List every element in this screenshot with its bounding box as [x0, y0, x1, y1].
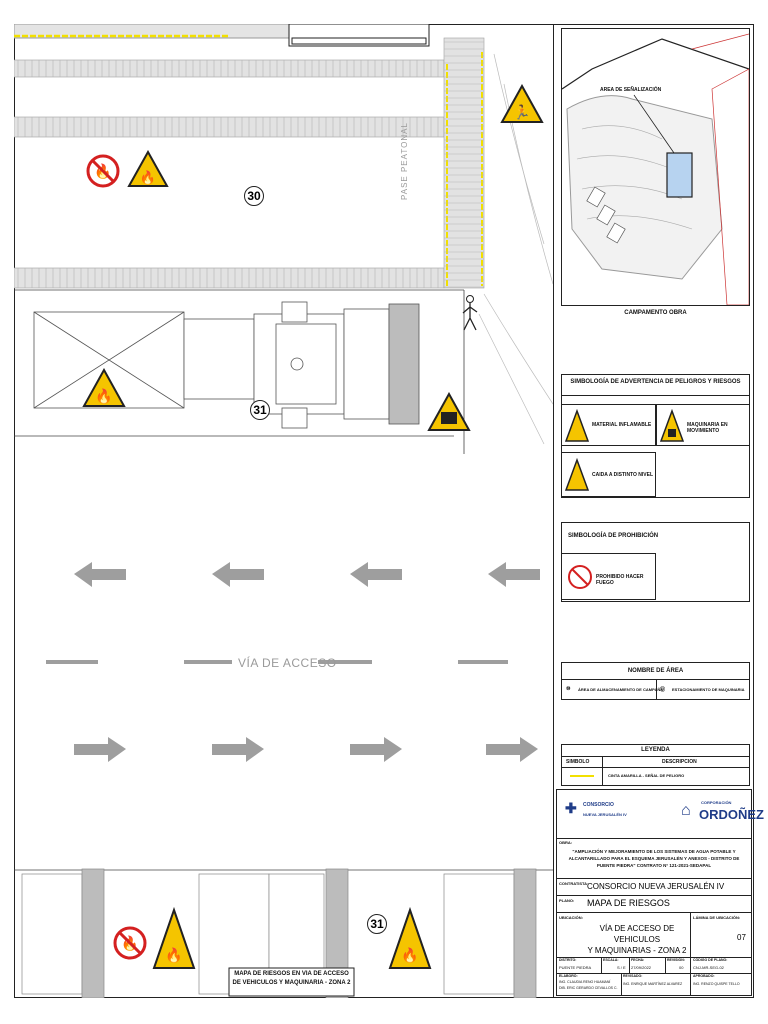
hazard-legend-title: SIMBOLOGÍA DE ADVERTENCIA DE PELIGROS Y … [570, 379, 741, 385]
legend-label-flammable: MATERIAL INFLAMABLE [592, 422, 652, 428]
location-map: AREA DE SEÑALIZACIÓN [561, 28, 750, 306]
caption-line-1: MAPA DE RIESGOS EN VIA DE ACCESO [234, 971, 349, 977]
area-names: NOMBRE DE ÁREA ⑩ ÁREA DE ALMACENAMIENTO … [561, 662, 750, 700]
consortium-logo-icon: ✚ [565, 800, 577, 816]
distrito-value: PUENTE PIEDRA [559, 965, 592, 970]
no-fire-icon: 🔥 [86, 154, 120, 188]
distrito-label: DISTRITO: [559, 958, 577, 962]
lamina-label: LÁMINA DE UBICACIÓN: [693, 915, 741, 920]
leyenda-row-desc: CINTA AMARILLA - SEÑAL DE PELIGRO [608, 773, 685, 778]
legend-label-machinery: MAQUINARIA EN MOVIMIENTO [687, 422, 728, 434]
machinery-warning-icon [427, 392, 471, 431]
area-badge-1: ⑩ [566, 686, 571, 692]
svg-text:🏃: 🏃 [513, 104, 530, 120]
prohibition-legend-title: SIMBOLOGÍA DE PROHIBICIÓN [568, 533, 659, 539]
aprobo-value: ING. RENZO QUISPE TELLO [693, 982, 740, 986]
svg-text:🔥: 🔥 [95, 388, 112, 405]
location-map-drawing [561, 33, 750, 306]
legend-item-no-fire: PROHIBIDO HACER FUEGO [561, 553, 656, 600]
fall-hazard-icon: 🏃 [500, 84, 544, 123]
ubicacion-value: VÍA DE ACCESO DE VEHICULOS Y MAQUINARIAS… [577, 923, 697, 956]
revision-label: REVISIÓN: [667, 958, 685, 962]
ubicacion-line-2: Y MAQUINARIAS - ZONA 2 [587, 946, 687, 955]
area-label: AREA DE SEÑALIZACIÓN [600, 87, 662, 93]
marker-30: 30 [244, 186, 264, 206]
marker-31: 31 [250, 400, 270, 420]
machinery-icon [659, 409, 685, 442]
no-fire-small-icon [568, 565, 592, 589]
svg-text:🔥: 🔥 [165, 947, 182, 964]
yellow-tape-symbol [570, 775, 594, 777]
leyenda-title: LEYENDA [641, 747, 670, 753]
signature-row: ELABORÓ: ING. CLAUDIA RENO HUAMANÍ DIB. … [557, 973, 751, 995]
escala-label: ESCALA: [603, 958, 619, 962]
road-label: VÍA DE ACCESO [238, 656, 337, 670]
elaboro-label: ELABORÓ: [559, 974, 578, 978]
marker-31-bottom: 31 [367, 914, 387, 934]
reviso-value: ING. ENRIQUE MARTÍNEZ ALVAREZ [623, 982, 683, 986]
elaboro-2: DIB. ERIC GERARDO CEVALLOS C. [559, 986, 618, 990]
plano-value: MAPA DE RIESGOS [587, 898, 670, 908]
flammable-icon [564, 409, 590, 442]
meta-row: DISTRITO: PUENTE PIEDRA ESCALA: S / E FE… [557, 957, 751, 973]
legend-label-fall: CAIDA A DISTINTO NIVEL [592, 472, 654, 478]
flammable-warning-icon-4: 🔥 [388, 906, 432, 969]
leyenda-col-symbol: SIMBOLO [566, 759, 590, 765]
fecha-label: FECHA: [631, 958, 645, 962]
codigo-label: CÓDIGO DE PLANO: [693, 958, 728, 962]
elaboro-1: ING. CLAUDIA RENO HUAMANÍ [559, 980, 611, 984]
leyenda-col-desc: DESCRIPCION [662, 759, 697, 765]
flammable-warning-icon-3: 🔥 [152, 906, 196, 969]
contratista-label: CONTRATISTA: [559, 881, 589, 886]
svg-text:🔥: 🔥 [401, 947, 418, 964]
lamina-value: 07 [737, 933, 746, 942]
codigo-value: CNJ-MR-SEG-02 [693, 965, 724, 970]
plan-caption: MAPA DE RIESGOS EN VIA DE ACCESO DE VEHI… [229, 970, 354, 988]
reviso-label: REVISADO: [623, 974, 643, 978]
site-plan [14, 24, 553, 998]
no-fire-icon-bottom: 🔥 [113, 926, 147, 960]
legend-item-flammable: MATERIAL INFLAMABLE [561, 404, 656, 446]
title-column [553, 24, 754, 998]
ordonez-logo-icon: ⌂ [681, 802, 691, 819]
revision-value: 00 [679, 965, 684, 970]
obra-text: "AMPLIACIÓN Y MEJORAMIENTO DE LOS SISTEM… [568, 849, 740, 868]
consortium-logo-line2: NUEVA JERUSALÉN IV [583, 812, 627, 817]
pedestrian-icon [462, 295, 478, 331]
leyenda: LEYENDA SIMBOLO DESCRIPCION CINTA AMARIL… [561, 744, 750, 786]
consortium-logo-line1: CONSORCIO [583, 802, 614, 808]
area-badge-2: ⑪ [660, 687, 666, 693]
ubicacion-label: UBICACIÓN: [559, 915, 583, 920]
svg-text:🔥: 🔥 [140, 170, 156, 185]
location-caption: CAMPAMENTO OBRA [624, 310, 687, 316]
legend-item-fall: CAIDA A DISTINTO NIVEL [561, 452, 656, 497]
company-name: ORDOÑEZ [699, 807, 764, 822]
escala-value: S / E [617, 965, 626, 970]
legend-item-machinery: MAQUINARIA EN MOVIMIENTO [656, 404, 750, 446]
area-name-1: ÁREA DE ALMACENAMIENTO DE CAMPAÑA [578, 687, 664, 692]
title-block: ✚ CONSORCIO NUEVA JERUSALÉN IV ⌂ CORPORA… [556, 789, 764, 996]
legend-label-no-fire: PROHIBIDO HACER FUEGO [596, 574, 644, 586]
ubicacion-line-1: VÍA DE ACCESO DE VEHICULOS [599, 924, 675, 944]
obra-label: OBRA: [559, 840, 573, 845]
caption-line-2: DE VEHICULOS Y MAQUINARIA - ZONA 2 [232, 980, 351, 986]
fall-icon [564, 458, 590, 491]
flammable-warning-icon: 🔥 [127, 150, 169, 187]
company-small: CORPORACIÓN [701, 800, 732, 805]
aprobo-label: APROBADO: [693, 974, 715, 978]
flammable-warning-icon-2: 🔥 [82, 368, 126, 407]
fecha-value: 27/09/2022 [631, 965, 652, 970]
contratista-value: CONSORCIO NUEVA JERUSALÉN IV [587, 882, 725, 891]
pedestrian-label: PASE PEATONAL [400, 122, 409, 200]
area-name-2: ESTACIONAMIENTO DE MAQUINARIA [672, 687, 745, 692]
area-names-title: NOMBRE DE ÁREA [627, 668, 684, 674]
plano-label: PLANO: [559, 898, 575, 903]
